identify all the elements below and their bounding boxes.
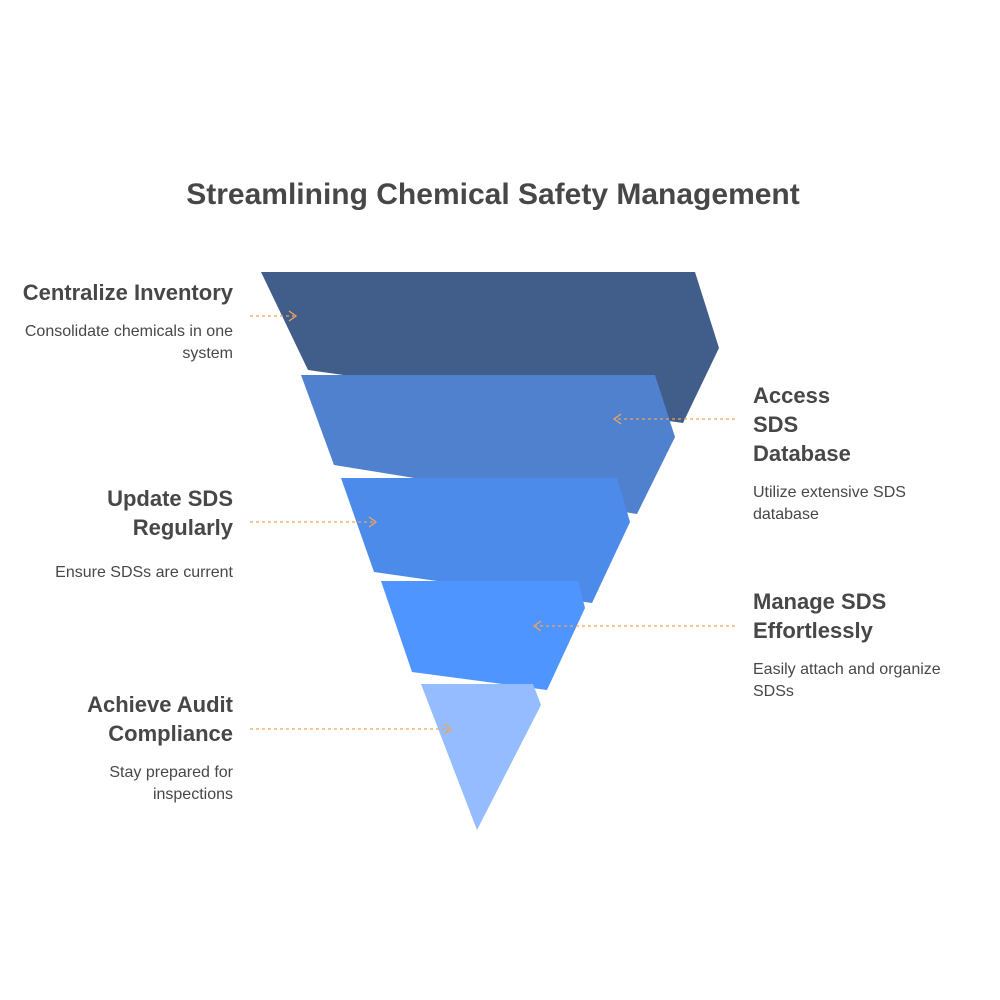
stage-label-access-sds-database: Access SDS Database Utilize extensive SD… (753, 381, 973, 526)
page-title: Streamlining Chemical Safety Management (186, 178, 800, 211)
stage-label-update-sds-regularly: Update SDS Regularly Ensure SDSs are cur… (0, 484, 233, 584)
stage-title: Access SDS Database (753, 383, 851, 466)
stage-title: Manage SDS Effortlessly (753, 589, 887, 643)
stage-description: Utilize extensive SDS database (753, 484, 906, 523)
funnel-layer-4 (381, 581, 585, 690)
stage-description: Consolidate chemicals in one system (24, 323, 233, 362)
stage-description: Easily attach and organize SDSs (753, 661, 941, 700)
stage-description: Ensure SDSs are current (55, 564, 233, 581)
stage-title: Centralize Inventory (22, 280, 233, 305)
stage-description: Stay prepared for inspections (109, 764, 233, 803)
connector-1 (250, 310, 298, 322)
connector-2 (612, 413, 735, 425)
stage-title: Update SDS Regularly (107, 486, 233, 540)
stage-label-manage-sds-effortlessly: Manage SDS Effortlessly Easily attach an… (753, 587, 993, 703)
stage-title: Achieve Audit Compliance (87, 692, 233, 746)
connector-3 (250, 516, 378, 528)
stage-label-centralize-inventory: Centralize Inventory Consolidate chemica… (0, 278, 233, 365)
funnel-layer-3 (341, 478, 630, 603)
connector-5 (250, 723, 453, 735)
funnel-layer-5 (421, 684, 541, 830)
stage-label-achieve-audit-compliance: Achieve Audit Compliance Stay prepared f… (0, 690, 233, 806)
connector-4 (532, 620, 735, 632)
